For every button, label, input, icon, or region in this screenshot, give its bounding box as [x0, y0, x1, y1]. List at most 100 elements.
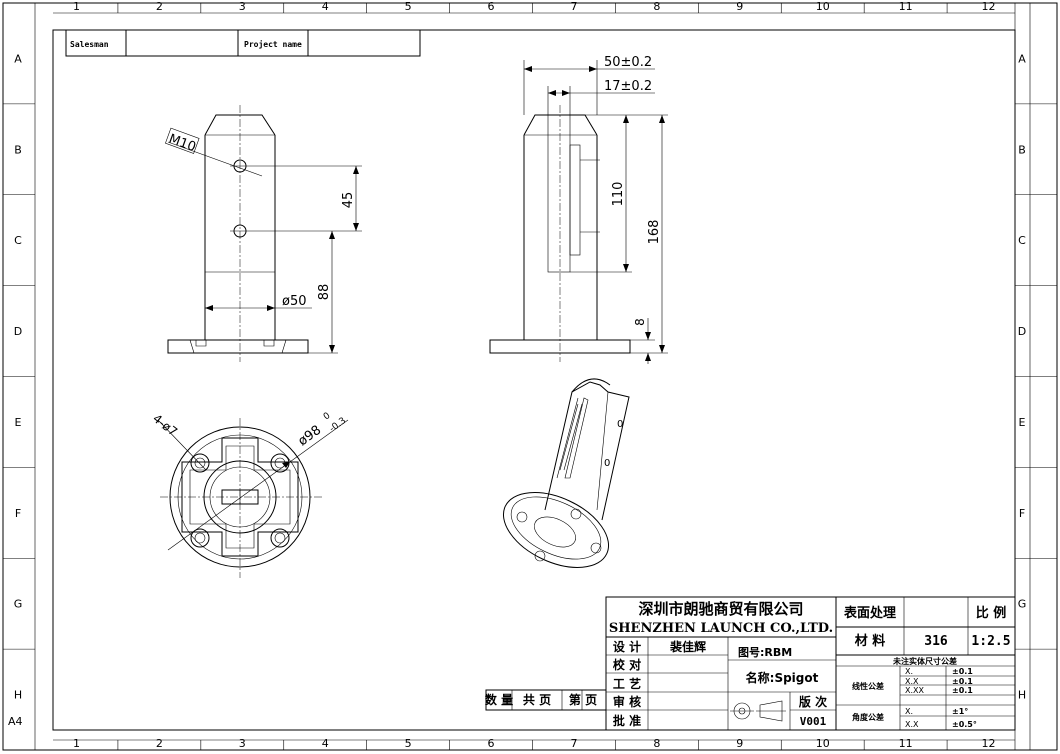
row-label: E: [1019, 416, 1026, 429]
hole-spacing-dim: 45: [341, 192, 356, 209]
drawing-number: 图号:RBM: [738, 646, 792, 659]
material-value: 316: [924, 634, 948, 649]
row-label: A: [1018, 52, 1026, 65]
column-label: 10: [816, 0, 830, 13]
column-label: 11: [899, 737, 913, 750]
column-label: 3: [239, 0, 246, 13]
audit-label: 审 核: [613, 694, 641, 709]
linear-tolerance-value: ±0.1: [952, 677, 973, 686]
page-number-label: 第 页: [569, 692, 597, 707]
column-label: 1: [73, 0, 80, 13]
column-label: 3: [239, 737, 246, 750]
linear-tolerance-format: X.X: [905, 677, 919, 686]
row-label: G: [1018, 598, 1027, 611]
surface-treatment-label: 表面处理: [843, 605, 896, 621]
column-label: 12: [982, 0, 996, 13]
column-label: 1: [73, 737, 80, 750]
header-table: Salesman Project name: [65, 29, 421, 57]
linear-tolerance-label: 线性公差: [852, 681, 884, 691]
angular-tolerance-format: X.: [905, 707, 913, 716]
row-label: H: [1018, 689, 1026, 702]
linear-tolerance-value: ±0.1: [952, 686, 973, 695]
approve-label: 批 准: [613, 713, 641, 728]
base-diameter-dim: ø98: [296, 423, 325, 450]
isometric-view: 0 0: [502, 378, 630, 568]
salesman-label: Salesman: [70, 40, 109, 49]
process-label: 工 艺: [613, 676, 641, 691]
company-name-en: SHENZHEN LAUNCH CO.,LTD.: [609, 621, 833, 636]
tube-diameter-dim: ø50: [282, 294, 307, 309]
sheet-size-label: A4: [8, 715, 23, 728]
version-label: 版 次: [799, 694, 827, 709]
hole-height-dim: 88: [317, 284, 332, 301]
row-label: F: [1019, 507, 1025, 520]
linear-tolerance-format: X.: [905, 667, 913, 676]
material-label: 材 料: [855, 633, 886, 649]
column-label: 4: [322, 0, 329, 13]
thread-callout: M10: [167, 132, 198, 156]
angular-tolerance-label: 角度公差: [852, 712, 884, 722]
version-value: V001: [800, 715, 827, 728]
bottom-view: 4-ø7 ø98 0 -0.3: [150, 411, 349, 578]
column-label: 6: [488, 737, 495, 750]
row-label: B: [14, 143, 22, 156]
base-thickness-dim: 8: [633, 318, 647, 326]
project-name-label: Project name: [244, 39, 302, 49]
quantity-label: 数 量: [485, 692, 513, 707]
front-view: M10 45 88 ø50: [165, 105, 362, 362]
company-name-cn: 深圳市朗驰商贸有限公司: [638, 600, 803, 618]
title-block: 深圳市朗驰商贸有限公司 SHENZHEN LAUNCH CO.,LTD. 表面处…: [485, 596, 1016, 731]
tolerance-rows: X.±0.1X.X±0.1X.XX±0.1X.±1°X.X±0.5°: [905, 667, 977, 729]
row-label: D: [1018, 325, 1026, 338]
row-label: E: [15, 416, 22, 429]
angular-tolerance-value: ±1°: [952, 707, 968, 716]
row-label: G: [14, 598, 23, 611]
row-label: C: [1018, 234, 1026, 247]
part-name: 名称:Spigot: [746, 670, 819, 685]
row-label: A: [14, 52, 22, 65]
column-label: 7: [570, 737, 577, 750]
column-label: 11: [899, 0, 913, 13]
total-width-dim: 50±0.2: [604, 55, 652, 70]
column-label: 2: [156, 737, 163, 750]
column-label: 8: [653, 737, 660, 750]
isometric-hole-mark-lower: 0: [604, 458, 610, 469]
isometric-hole-mark-upper: 0: [617, 419, 623, 430]
column-label: 5: [405, 737, 412, 750]
total-pages-label: 共 页: [523, 692, 551, 707]
column-label: 12: [982, 737, 996, 750]
designer-name: 裴佳辉: [669, 639, 706, 654]
total-height-dim: 168: [647, 220, 662, 245]
column-label: 2: [156, 0, 163, 13]
column-label: 10: [816, 737, 830, 750]
side-view: 50±0.2 17±0.2 110 168 8: [489, 55, 668, 364]
row-label: H: [14, 689, 22, 702]
linear-tolerance-format: X.XX: [905, 686, 925, 695]
column-label: 9: [736, 0, 743, 13]
row-label: D: [14, 325, 22, 338]
row-labels: A A B B C C D D E E F F G G H H: [3, 52, 1057, 702]
base-diameter-upper-tolerance: 0: [322, 411, 333, 423]
column-label: 9: [736, 737, 743, 750]
row-label: F: [15, 507, 21, 520]
column-label: 8: [653, 0, 660, 13]
scale-label: 比 例: [976, 605, 1007, 621]
column-label: 7: [570, 0, 577, 13]
slot-width-dim: 17±0.2: [604, 79, 652, 94]
angular-tolerance-format: X.X: [905, 720, 919, 729]
row-label: C: [14, 234, 22, 247]
tolerance-title: 未注实体尺寸公差: [892, 656, 957, 666]
row-label: B: [1018, 143, 1026, 156]
bolt-hole-callout: 4-ø7: [150, 411, 180, 439]
column-label: 6: [488, 0, 495, 13]
slot-height-dim: 110: [611, 182, 626, 207]
column-label: 5: [405, 0, 412, 13]
projection-symbol-icon: [730, 700, 786, 722]
design-label: 设 计: [613, 639, 641, 654]
column-label: 4: [322, 737, 329, 750]
check-label: 校 对: [613, 657, 641, 672]
angular-tolerance-value: ±0.5°: [952, 720, 977, 729]
